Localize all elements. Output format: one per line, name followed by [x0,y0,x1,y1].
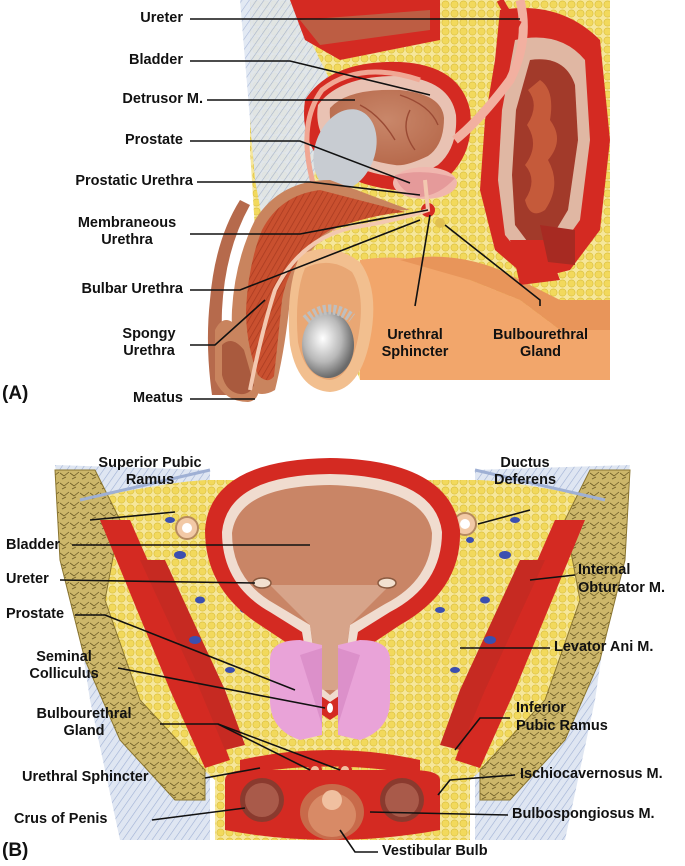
label-ureter-a: Ureter [140,10,183,26]
label-inferior-pubic-ramus-line2: Pubic Ramus [516,718,608,734]
label-ductus-deferens-line1: Ductus [500,455,550,471]
label-seminal-colliculus-line1: Seminal [36,649,92,665]
label-ureter-b: Ureter [6,571,49,587]
label-spongy-urethra-line1: Spongy [122,326,176,342]
label-urethral-sphincter-b: Urethral Sphincter [22,769,149,785]
label-urethral-sphincter-a-line1: Urethral [387,327,443,343]
label-prostate-b: Prostate [6,606,65,622]
label-prostatic-urethra: Prostatic Urethra [75,173,193,189]
label-membraneous-urethra-line2: Urethra [101,232,153,248]
label-inferior-pubic-ramus-line1: Inferior [516,700,566,716]
label-levator-ani: Levator Ani M. [554,639,654,655]
label-ductus-deferens: Ductus Deferens [475,455,575,489]
label-bulbourethral-gland-a-line1: Bulbourethral [492,327,589,343]
label-superior-pubic-ramus-line1: Superior Pubic [98,455,202,471]
label-urethral-sphincter-a: Urethral Sphincter [365,327,465,361]
label-detrusor: Detrusor M. [122,91,203,107]
label-bladder-b: Bladder [6,537,60,553]
label-crus-of-penis: Crus of Penis [14,811,108,827]
label-superior-pubic-ramus: Superior Pubic Ramus [80,455,220,489]
label-superior-pubic-ramus-line2: Ramus [125,472,175,488]
label-internal-obturator-line1: Internal [578,562,631,578]
label-vestibular-bulb: Vestibular Bulb [382,843,488,859]
label-spongy-urethra: Spongy Urethra [104,326,194,360]
label-bulbospongiosus: Bulbospongiosus M. [512,806,655,822]
label-bulbourethral-gland-b: Bulbourethral Gland [14,706,154,740]
label-inferior-pubic-ramus: Inferior Pubic Ramus [516,699,608,735]
label-seminal-colliculus-line2: Colliculus [29,666,99,682]
panel-a-tag: (A) [2,383,29,404]
label-bulbourethral-gland-b-line1: Bulbourethral [36,706,132,722]
label-membraneous-urethra: Membraneous Urethra [62,215,192,249]
panel-b-artwork [54,458,631,840]
label-ductus-deferens-line2: Deferens [493,472,557,488]
label-bulbourethral-gland-a: Bulbourethral Gland [478,327,603,361]
label-urethral-sphincter-a-line2: Sphincter [381,344,449,360]
label-bladder-a: Bladder [129,52,183,68]
label-internal-obturator: Internal Obturator M. [578,561,665,597]
label-meatus: Meatus [133,390,183,406]
label-bulbar-urethra: Bulbar Urethra [81,281,183,297]
leader-lines [59,18,576,853]
label-internal-obturator-line2: Obturator M. [578,580,665,596]
label-seminal-colliculus: Seminal Colliculus [14,649,114,683]
label-ischiocavernosus: Ischiocavernosus M. [520,766,663,782]
label-bulbourethral-gland-a-line2: Gland [519,344,562,360]
label-spongy-urethra-line2: Urethra [123,343,175,359]
panel-b-tag: (B) [2,840,29,861]
label-prostate-a: Prostate [124,132,183,148]
label-membraneous-urethra-line1: Membraneous [77,215,177,231]
label-bulbourethral-gland-b-line2: Gland [63,723,105,739]
